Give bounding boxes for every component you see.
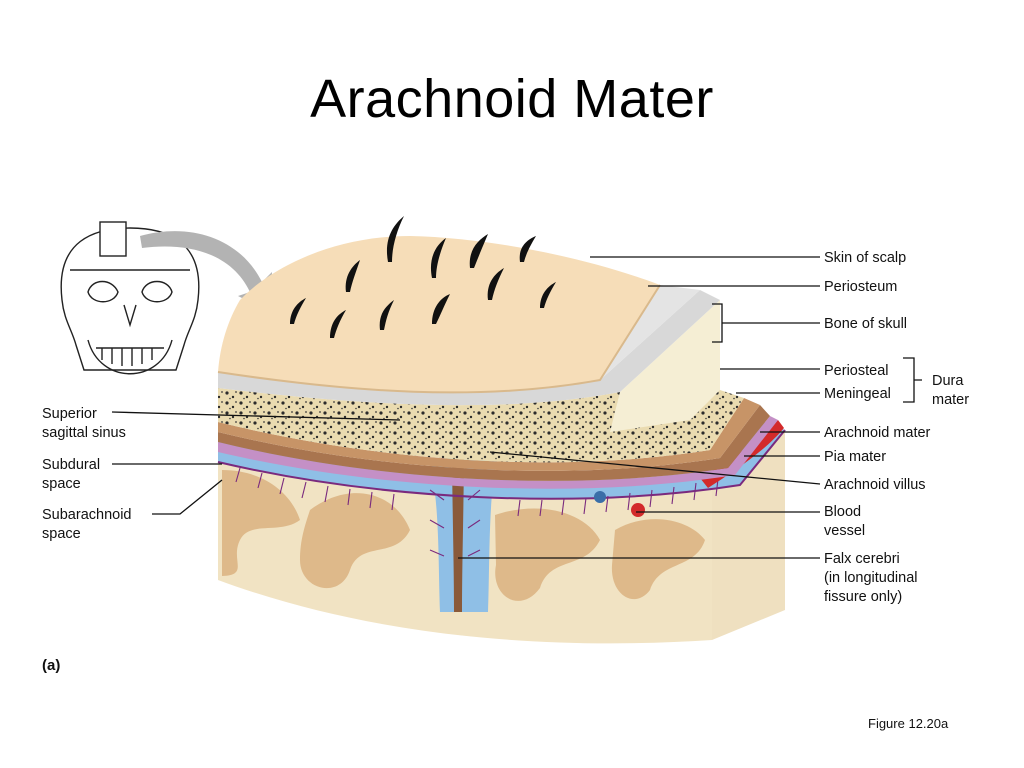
periosteal-dura-layer (218, 398, 760, 471)
label-dura-mater-1: Dura (932, 373, 964, 389)
label-periosteal: Periosteal (824, 363, 888, 379)
leader-lines-right (458, 256, 922, 559)
label-subdural-1: Subdural (42, 457, 100, 473)
scalp-edge (217, 284, 661, 394)
label-dura-mater-2: mater (932, 392, 969, 408)
skull-cranium (60, 227, 200, 371)
cortex-gyri (222, 470, 705, 601)
meningeal-dura-layer (218, 405, 770, 481)
skull-jaw (87, 339, 173, 375)
skull-thumbnail (60, 221, 200, 375)
label-subarachnoid-2: space (42, 526, 81, 542)
label-falx-cerebri-2: (in longitudinal (824, 570, 918, 586)
periosteum-layer (218, 290, 720, 406)
pia-vessels (235, 467, 719, 557)
label-skin-of-scalp: Skin of scalp (824, 250, 906, 266)
label-blood-vessel-2: vessel (824, 523, 865, 539)
pia-mater-line (217, 429, 786, 500)
skull-eye-left (87, 280, 119, 303)
label-bone-of-skull: Bone of skull (824, 316, 907, 332)
skull-selection-box (99, 221, 127, 257)
label-falx-cerebri-3: fissure only) (824, 589, 902, 605)
label-subarachnoid-1: Subarachnoid (42, 507, 132, 523)
label-superior-sagittal-1: Superior (42, 406, 97, 422)
label-subdural-2: space (42, 476, 81, 492)
label-superior-sagittal-2: sagittal sinus (42, 425, 126, 441)
bone-of-skull-layer (218, 300, 744, 463)
label-pia-mater: Pia mater (824, 449, 886, 465)
label-meningeal: Meningeal (824, 386, 891, 402)
skull-nose (123, 304, 137, 328)
label-blood-vessel-1: Blood (824, 504, 861, 520)
label-falx-cerebri-1: Falx cerebri (824, 551, 900, 567)
label-periosteum: Periosteum (824, 279, 897, 295)
scalp-hairs (290, 216, 556, 338)
bone-side-face (610, 300, 720, 432)
label-arachnoid-mater: Arachnoid mater (824, 425, 931, 441)
figure-caption: Figure 12.20a (868, 716, 949, 731)
leader-lines-left (111, 411, 401, 515)
skull-eye-right (141, 280, 173, 303)
panel-label: (a) (42, 657, 60, 674)
skull-teeth (96, 347, 164, 366)
slide-title: Arachnoid Mater (310, 69, 714, 129)
label-arachnoid-villus: Arachnoid villus (824, 477, 926, 493)
arachnoid-layer (218, 416, 778, 489)
